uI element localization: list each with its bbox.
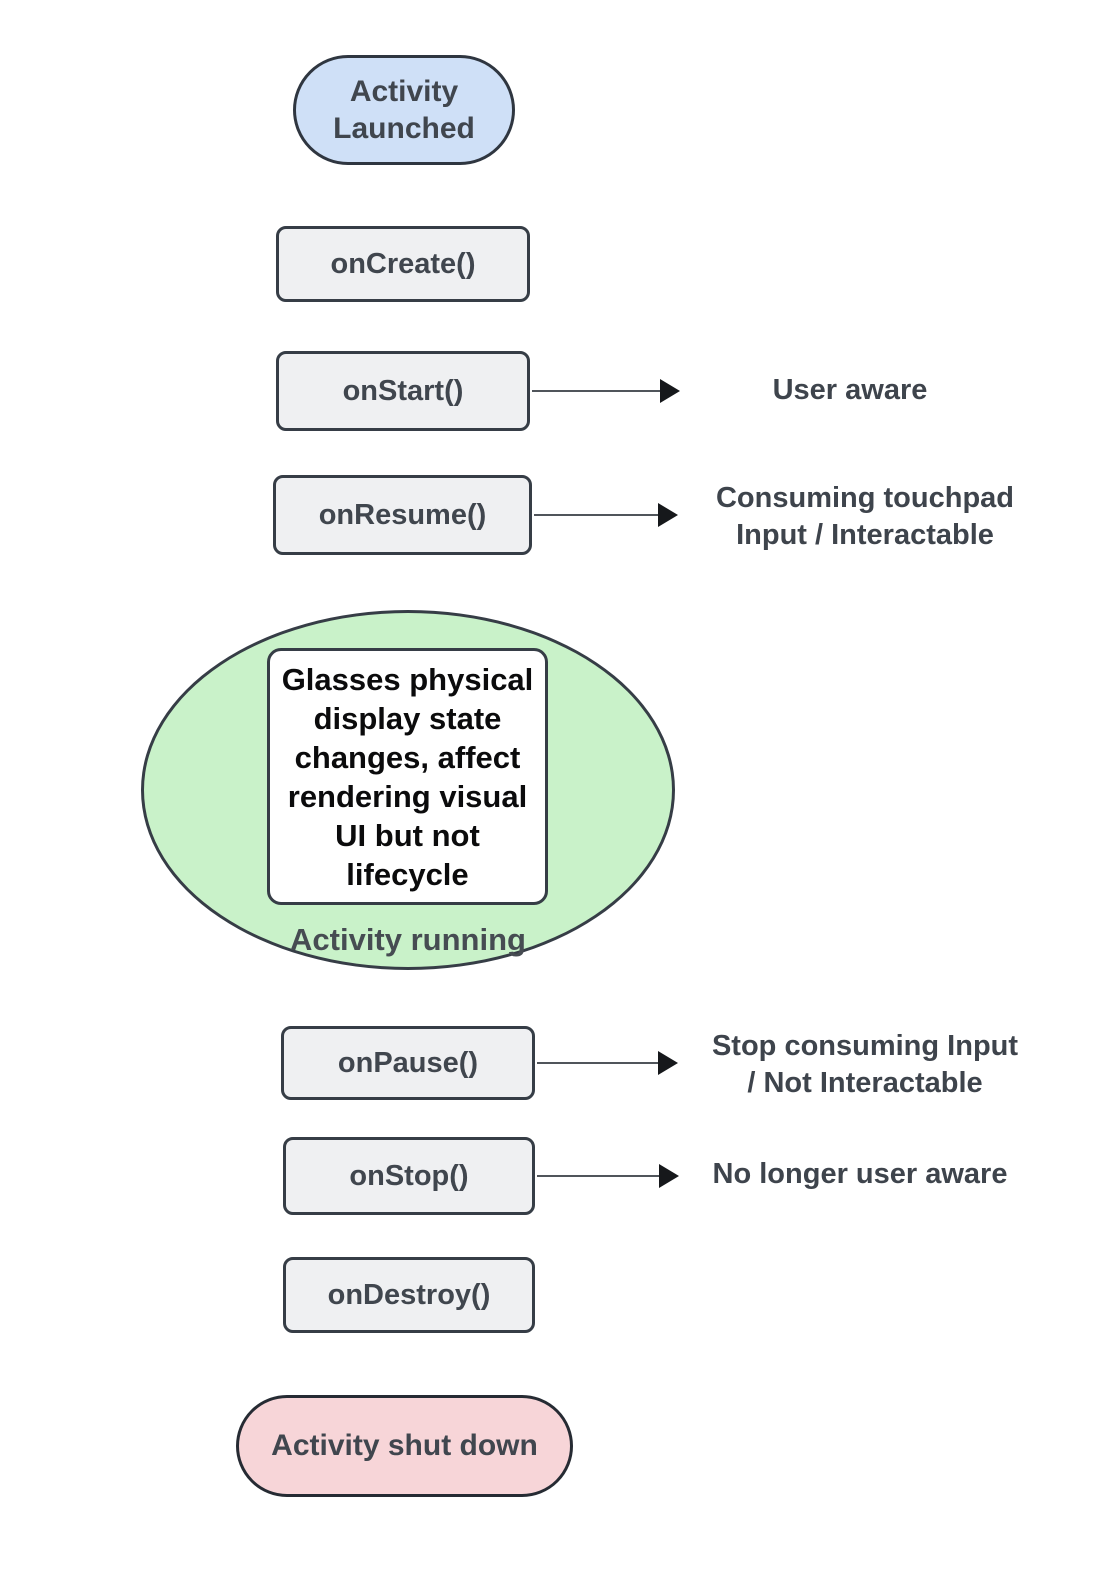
onstart-box: onStart(): [276, 351, 530, 431]
arrow-head-icon: [658, 1051, 678, 1075]
arrow-head-icon: [660, 379, 680, 403]
onstart-annotation-arrow: [532, 379, 680, 403]
onpause-annotation-arrow: [537, 1051, 678, 1075]
oncreate-box: onCreate(): [276, 226, 530, 302]
onstop-box: onStop(): [283, 1137, 535, 1215]
display-state-note-box: Glasses physical display state changes, …: [267, 648, 548, 905]
onresume-annotation-arrow: [534, 503, 678, 527]
onstop-annotation-arrow: [537, 1164, 679, 1188]
arrow-head-icon: [659, 1164, 679, 1188]
stop-consuming-label: Stop consuming Input / Not Interactable: [711, 1030, 1019, 1099]
activity-shut-down-node: Activity shut down: [236, 1395, 573, 1497]
activity-launched-node: Activity Launched: [293, 55, 515, 165]
onpause-box: onPause(): [281, 1026, 535, 1100]
no-longer-user-aware-label: No longer user aware: [712, 1158, 1008, 1190]
arrow-head-icon: [658, 503, 678, 527]
arrow-line: [537, 1062, 660, 1064]
onresume-box: onResume(): [273, 475, 532, 555]
ondestroy-box: onDestroy(): [283, 1257, 535, 1333]
activity-running-label: Activity running: [290, 922, 526, 957]
consuming-touchpad-label: Consuming touchpad Input / Interactable: [715, 482, 1015, 551]
arrow-line: [532, 390, 662, 392]
arrow-line: [537, 1175, 661, 1177]
user-aware-label: User aware: [772, 374, 928, 406]
arrow-line: [534, 514, 660, 516]
